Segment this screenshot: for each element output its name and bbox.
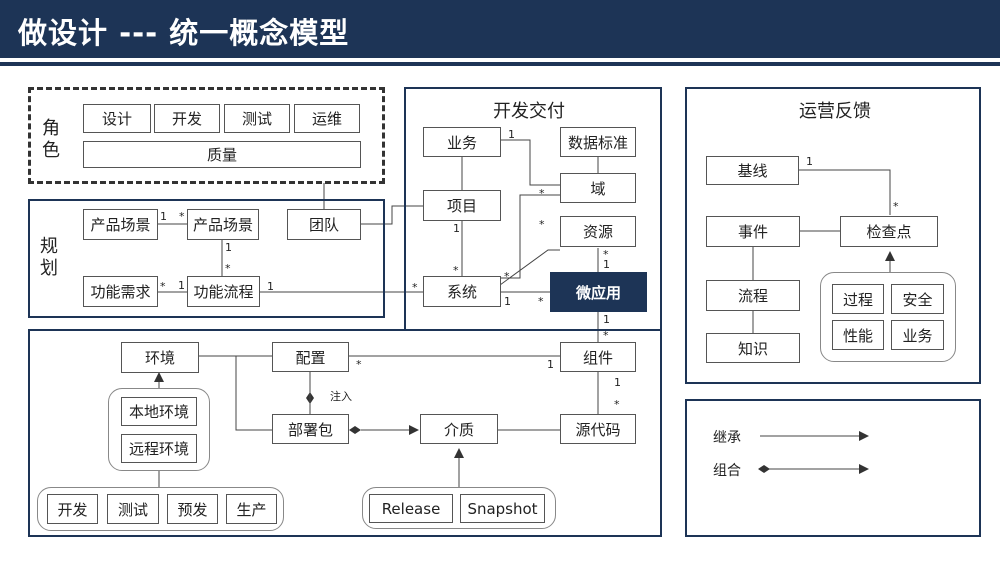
ops-feedback-panel	[685, 87, 981, 384]
mult-label: *	[412, 281, 418, 294]
check-performance: 性能	[832, 320, 884, 350]
role-quality: 质量	[83, 141, 361, 168]
functional-flow: 功能流程	[187, 276, 260, 307]
inject-label: 注入	[330, 390, 352, 403]
header-divider	[0, 62, 1000, 66]
legend-panel	[685, 399, 981, 537]
deploy-package: 部署包	[272, 414, 349, 444]
check-process: 过程	[832, 284, 884, 314]
mult-label: *	[160, 280, 166, 293]
process: 流程	[706, 280, 800, 311]
baseline: 基线	[706, 156, 799, 185]
medium: 介质	[420, 414, 498, 444]
planning-label: 规划	[40, 236, 58, 279]
mult-label: *	[453, 264, 459, 277]
mult-label: 1	[453, 222, 460, 235]
mult-label: 1	[508, 128, 515, 141]
stages-group	[37, 487, 284, 531]
mult-label: *	[225, 262, 231, 275]
roles-panel	[28, 87, 385, 184]
env-group	[108, 388, 210, 471]
mult-label: 1	[603, 258, 610, 271]
role-ops: 运维	[294, 104, 360, 133]
mult-label: 1	[614, 376, 621, 389]
product-scene-b: 产品场景	[187, 209, 259, 240]
mult-label: *	[539, 187, 545, 200]
legend-compose-label: 组合	[713, 463, 741, 479]
checks-group	[820, 272, 956, 362]
product-scene-a: 产品场景	[83, 209, 158, 240]
mult-label: 1	[178, 279, 185, 292]
release: Release	[369, 494, 453, 523]
business: 业务	[423, 127, 501, 157]
page-title: 做设计 --- 统一概念模型	[18, 16, 350, 50]
legend-inherit-label: 继承	[713, 430, 741, 446]
stage-test: 测试	[107, 494, 159, 524]
role-test: 测试	[224, 104, 290, 133]
check-security: 安全	[891, 284, 944, 314]
mult-label: *	[893, 200, 899, 213]
ops-feedback-title: 运营反馈	[799, 101, 871, 122]
source-code: 源代码	[560, 414, 636, 444]
medium-types-group	[362, 487, 556, 529]
event: 事件	[706, 216, 800, 247]
local-env: 本地环境	[121, 397, 197, 426]
header-bar: 做设计 --- 统一概念模型	[0, 0, 1000, 58]
stage-preprod: 预发	[167, 494, 218, 524]
environment: 环境	[121, 342, 199, 373]
micro-app: 微应用	[550, 272, 647, 312]
knowledge: 知识	[706, 333, 800, 363]
mult-label: *	[356, 358, 362, 371]
domain: 域	[560, 173, 636, 203]
role-dev: 开发	[154, 104, 220, 133]
system: 系统	[423, 276, 501, 307]
remote-env: 远程环境	[121, 434, 197, 463]
project: 项目	[423, 190, 501, 221]
functional-requirement: 功能需求	[83, 276, 158, 307]
mult-label: *	[614, 398, 620, 411]
mult-label: *	[539, 218, 545, 231]
checkpoint: 检查点	[840, 216, 938, 247]
mult-label: *	[603, 329, 609, 342]
config: 配置	[272, 342, 349, 372]
mult-label: *	[504, 270, 510, 283]
mult-label: 1	[225, 241, 232, 254]
check-business: 业务	[891, 320, 944, 350]
mult-label: 1	[806, 155, 813, 168]
mult-label: 1	[160, 210, 167, 223]
stage-prod: 生产	[226, 494, 277, 524]
mult-label: *	[179, 210, 185, 223]
mult-label: 1	[267, 280, 274, 293]
dev-delivery-title: 开发交付	[493, 101, 565, 122]
role-design: 设计	[83, 104, 151, 133]
mult-label: 1	[603, 313, 610, 326]
snapshot: Snapshot	[460, 494, 545, 523]
team: 团队	[287, 209, 361, 240]
mult-label: 1	[547, 358, 554, 371]
stage-dev: 开发	[47, 494, 98, 524]
mult-label: 1	[504, 295, 511, 308]
data-standard: 数据标准	[560, 127, 636, 157]
resource: 资源	[560, 216, 636, 247]
component: 组件	[560, 342, 636, 372]
roles-label: 角色	[42, 118, 60, 161]
mult-label: *	[603, 248, 609, 261]
mult-label: *	[538, 295, 544, 308]
planning-panel	[28, 199, 385, 318]
deploy-panel	[28, 329, 662, 537]
